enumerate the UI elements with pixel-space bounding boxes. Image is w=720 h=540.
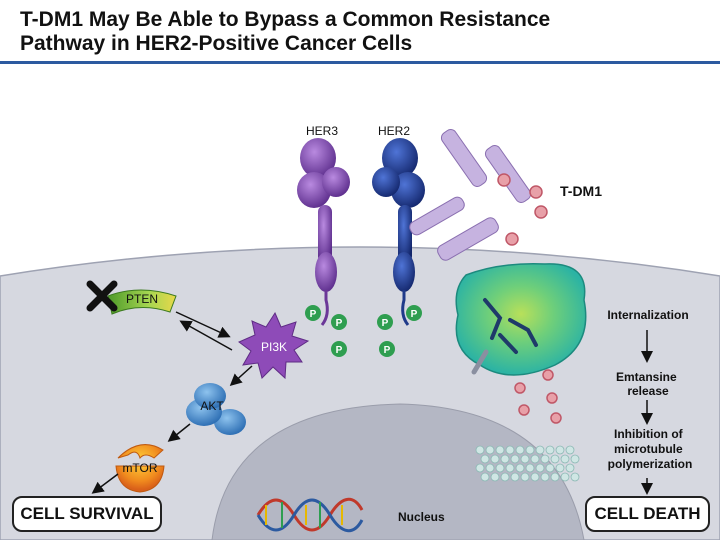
mtor-survival-arrow [91, 473, 119, 494]
pi3k [238, 311, 310, 380]
her2-label: HER2 [378, 124, 410, 138]
inactivated-x-icon [86, 280, 118, 312]
payload-molecules [497, 173, 562, 424]
phospho-label: P [384, 345, 391, 356]
tdm1-antibody [409, 129, 532, 261]
inhibition-label: Inhibition of microtubule polymerization [608, 427, 693, 471]
emtansine-release-label: Emtansine release [616, 370, 680, 398]
cell-survival-label: CELL SURVIVAL [20, 504, 154, 523]
emtansine-release-line2: release [627, 384, 669, 398]
inhibition-line1: Inhibition of [614, 427, 684, 441]
phospho-label: P [310, 309, 317, 320]
nucleus-label: Nucleus [398, 510, 445, 524]
pten-label: PTEN [126, 292, 158, 306]
pi3k-label: PI3K [261, 340, 287, 354]
tdm1-label: T-DM1 [560, 183, 602, 199]
mtor [115, 444, 165, 493]
akt [186, 383, 246, 435]
her3-label: HER3 [306, 124, 338, 138]
endosome-stem [471, 349, 489, 375]
pten-pi3k-arrow [175, 311, 231, 338]
title-rule [0, 61, 720, 64]
cell-death-box: CELL DEATH [585, 496, 710, 532]
inhibition-line3: polymerization [608, 457, 693, 471]
slide-title-line2: Pathway in HER2-Positive Cancer Cells [20, 32, 413, 55]
akt-label: AKT [200, 399, 224, 413]
phospho-groups [305, 305, 422, 357]
dna-icon [256, 497, 364, 533]
microtubule [475, 445, 580, 482]
internalization-label: Internalization [607, 308, 688, 322]
phospho-label: P [382, 318, 389, 329]
phospho-label: P [336, 318, 343, 329]
internalized-complex [483, 298, 538, 354]
mtor-label: mTOR [122, 461, 157, 475]
akt-mtor-arrow [167, 423, 191, 442]
slide-title-line1: T-DM1 May Be Able to Bypass a Common Res… [20, 8, 551, 31]
her2-receptor [372, 138, 425, 326]
pi3k-pten-arrow [179, 320, 233, 351]
phospho-label: P [411, 309, 418, 320]
cell-survival-box: CELL SURVIVAL [12, 496, 162, 532]
pten [107, 289, 177, 315]
pi3k-akt-arrow [229, 365, 253, 387]
slide-title: T-DM1 May Be Able to Bypass a Common Res… [20, 8, 710, 56]
phospho-label: P [336, 345, 343, 356]
inhibition-line2: microtubule [614, 442, 683, 456]
her3-receptor [297, 138, 350, 326]
emtansine-release-line1: Emtansine [616, 370, 677, 384]
cell-death-label: CELL DEATH [594, 504, 701, 523]
endosome [455, 262, 587, 376]
